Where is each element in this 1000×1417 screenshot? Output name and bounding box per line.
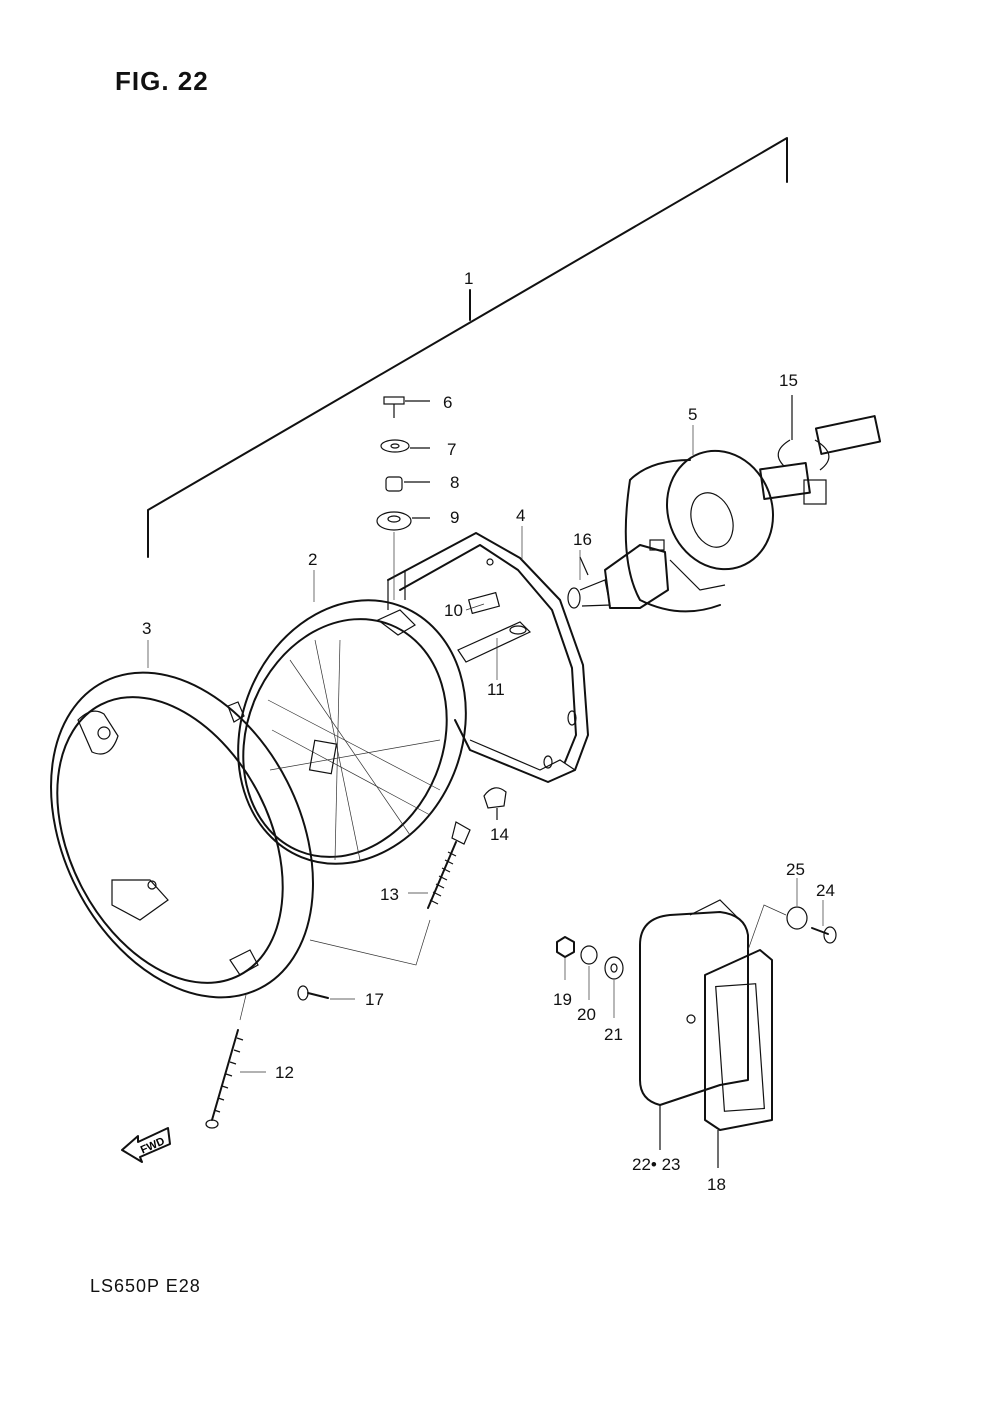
headlight-rim: [50, 671, 314, 999]
callout-17: 17: [365, 990, 384, 1009]
callout-1: 1: [464, 269, 473, 288]
callout-12: 12: [275, 1063, 294, 1082]
clip-nut: [483, 787, 507, 820]
socket-cover: [624, 449, 774, 613]
wiring-connector: [759, 395, 882, 505]
callout-8: 8: [450, 473, 459, 492]
callout-18: 18: [707, 1175, 726, 1194]
adjusting-screw: [205, 994, 266, 1129]
callout-19: 19: [553, 990, 572, 1009]
reflector-fasteners: [556, 878, 837, 1018]
fastener-stack: [376, 396, 430, 600]
callout-2: 2: [308, 550, 317, 569]
callout-9: 9: [450, 508, 459, 527]
callout-13: 13: [380, 885, 399, 904]
callout-25: 25: [786, 860, 805, 879]
callout-21: 21: [604, 1025, 623, 1044]
callout-6: 6: [443, 393, 452, 412]
bulb: [567, 539, 669, 609]
callout-labels: 1 2 3 4 5 6 7 8 9 10 11 12 13 14 15 16 1…: [142, 269, 835, 1194]
callout-7: 7: [447, 440, 456, 459]
callout-14: 14: [490, 825, 509, 844]
callout-24: 24: [816, 881, 835, 900]
sealed-beam-unit: [227, 599, 471, 865]
side-reflector: [639, 899, 787, 1168]
callout-16: 16: [573, 530, 592, 549]
leader-lines: [147, 425, 694, 680]
callout-3: 3: [142, 619, 151, 638]
forward-direction-arrow: FWD: [121, 1127, 171, 1163]
headlight-housing: [387, 532, 589, 783]
figure-title: FIG. 22: [115, 66, 209, 96]
assembly-bracket: [147, 137, 788, 558]
callout-5: 5: [688, 405, 697, 424]
callout-15: 15: [779, 371, 798, 390]
callout-10: 10: [444, 601, 463, 620]
callout-22-23: 22• 23: [632, 1155, 681, 1174]
callout-20: 20: [577, 1005, 596, 1024]
rim-screw: [297, 985, 355, 1001]
model-code: LS650P E28: [90, 1276, 201, 1296]
callout-11: 11: [487, 680, 505, 699]
forward-direction-label: FWD: [139, 1135, 167, 1156]
adjusting-spring: [309, 841, 457, 966]
callout-4: 4: [516, 506, 525, 525]
